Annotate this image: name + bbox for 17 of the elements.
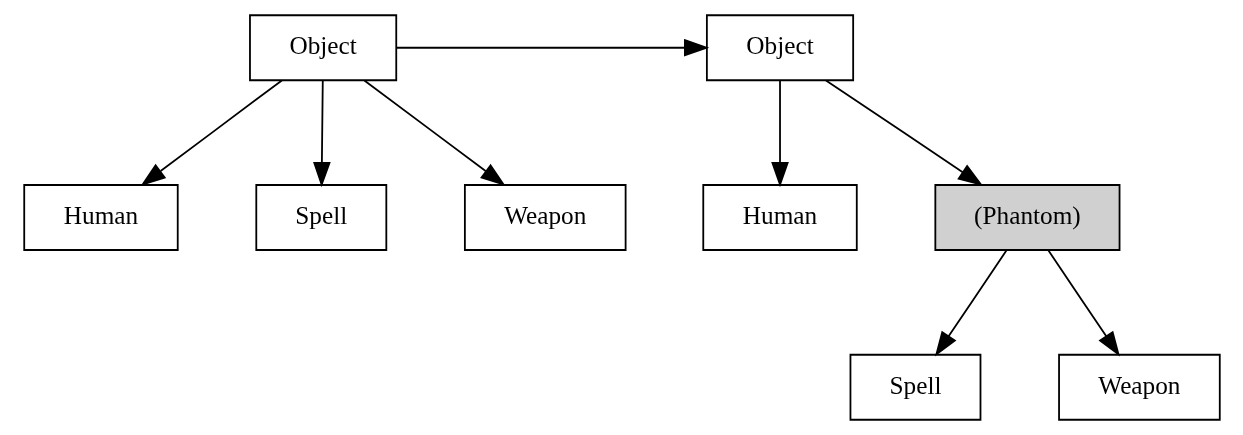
node-box: Object	[705, 14, 854, 82]
node-box: Human	[701, 184, 858, 251]
arrow	[934, 249, 1007, 357]
node-box: Spell	[849, 353, 981, 421]
node-box: (Phantom)	[933, 184, 1120, 251]
arrow	[362, 79, 506, 187]
arrow	[312, 79, 331, 188]
node-box: Spell	[254, 184, 387, 251]
node-box: Weapon	[463, 184, 626, 251]
arrow	[824, 79, 983, 186]
node-box: Human	[22, 184, 179, 251]
node-box: Weapon	[1057, 353, 1221, 421]
arrow	[770, 79, 789, 188]
arrow	[140, 79, 283, 187]
node-box: Object	[248, 14, 397, 82]
arrow	[1047, 249, 1120, 357]
arrow	[394, 38, 709, 57]
